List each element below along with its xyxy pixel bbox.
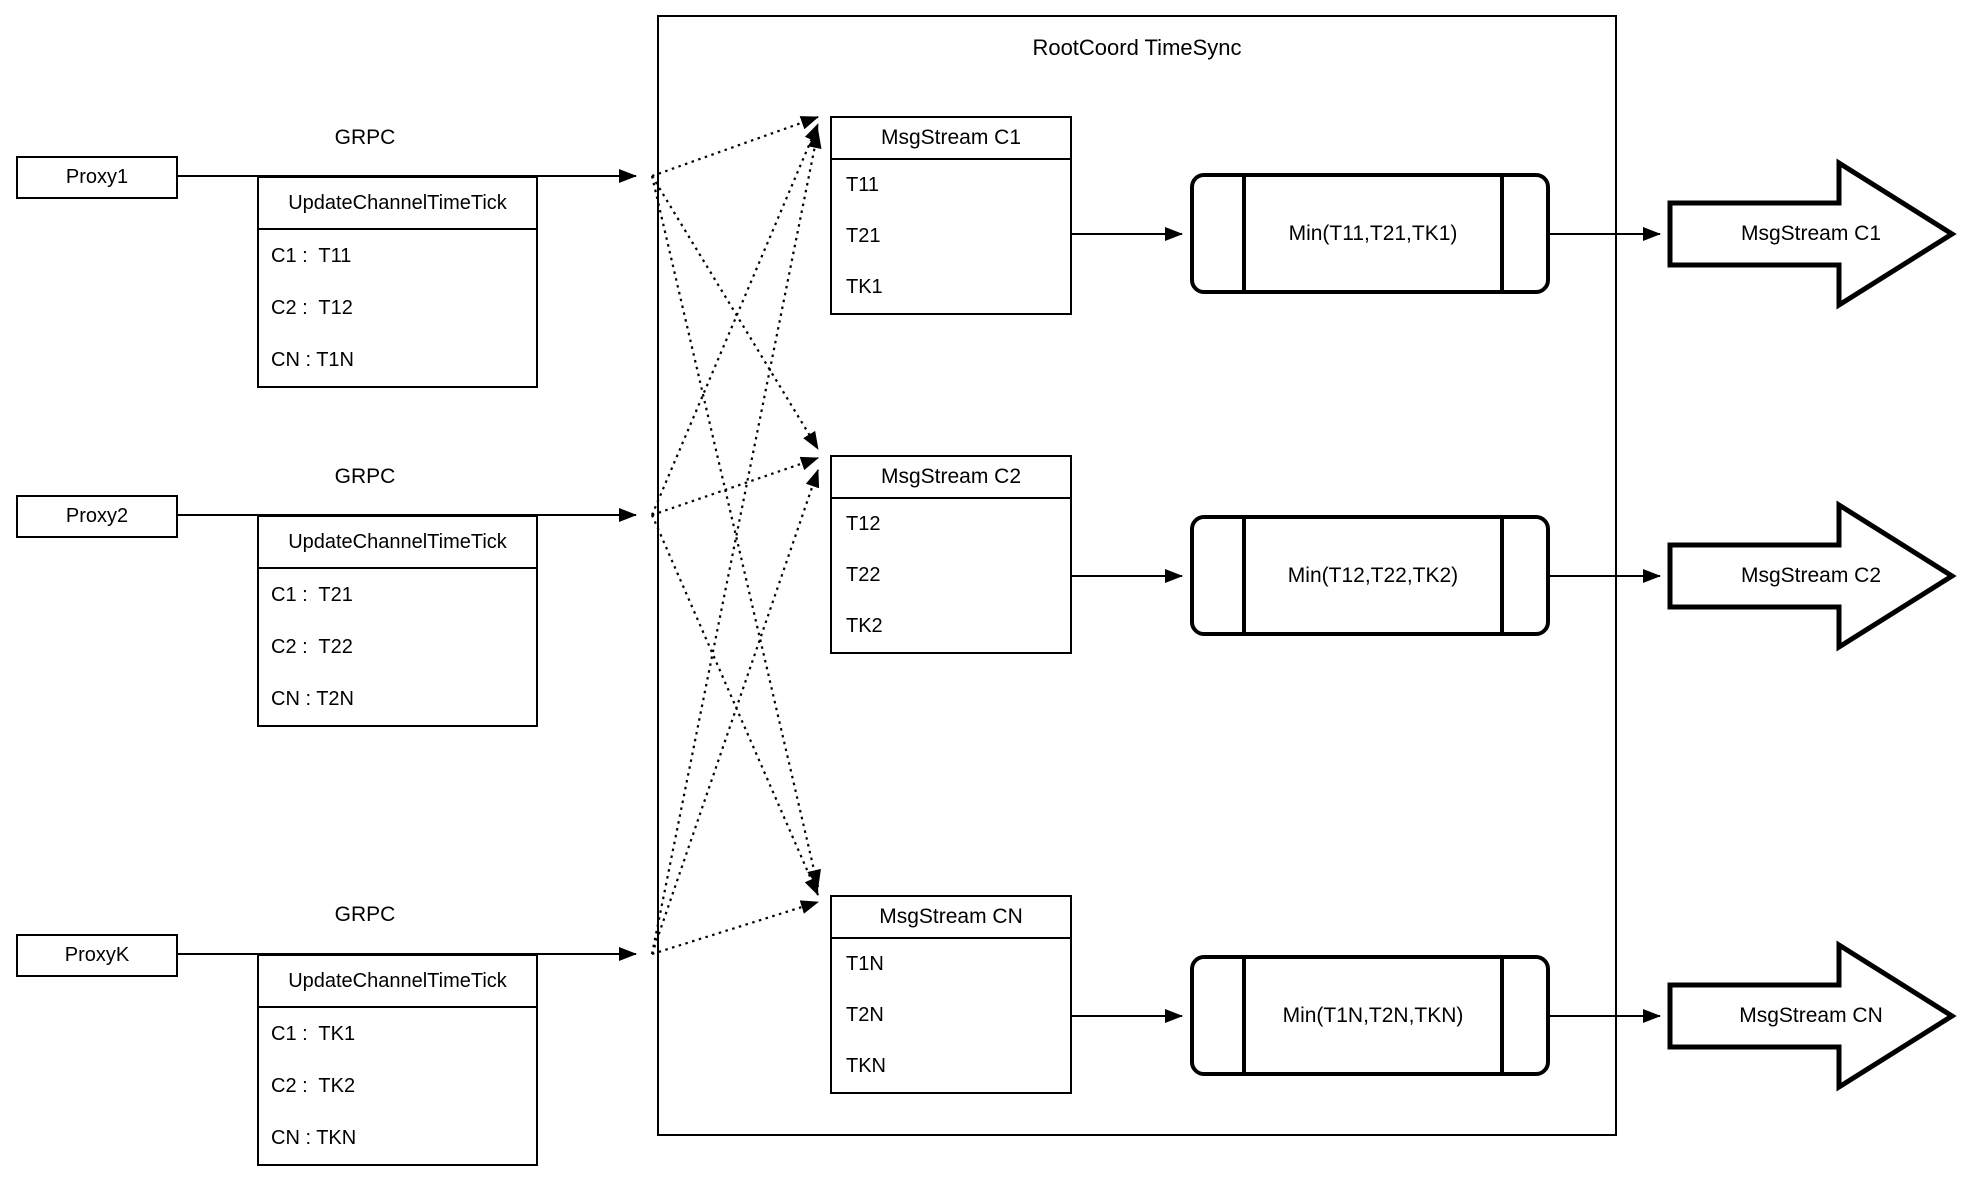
table-row: C2 : T22: [271, 636, 353, 658]
min-input-arrows: [1072, 227, 1183, 1023]
proxyk-box: ProxyK: [16, 934, 178, 977]
fanout-arrows: [650, 115, 822, 956]
tick-row: TK2: [846, 615, 883, 637]
tick-row: T2N: [846, 1004, 884, 1026]
table-row: C1 : T21: [271, 584, 353, 606]
big-arrow-c2: [1667, 500, 1957, 652]
buffer-divider-right: [1500, 519, 1504, 632]
big-output-arrows: [1667, 158, 1957, 1092]
table-row: C2 : T12: [271, 297, 353, 319]
proxy2-label: Proxy2: [65, 505, 129, 527]
proxyk-timetick-table: UpdateChannelTimeTick C1 : TK1 C2 : TK2 …: [257, 954, 538, 1166]
fan-p1-cn: [650, 175, 821, 888]
msgstream-c1-table: MsgStream C1 T11 T21 TK1: [830, 116, 1072, 315]
min-box-c1: Min(T11,T21,TK1): [1190, 173, 1550, 294]
min-expression: Min(T1N,T2N,TKN): [1282, 1003, 1464, 1027]
buffer-divider-left: [1242, 177, 1246, 290]
grpc-label-2: GRPC: [334, 465, 396, 488]
proxy2-timetick-table: UpdateChannelTimeTick C1 : T21 C2 : T22 …: [257, 515, 538, 727]
min-box-c2: Min(T12,T22,TK2): [1190, 515, 1550, 636]
tick-row: TK1: [846, 276, 883, 298]
msgstream-cn-table: MsgStream CN T1N T2N TKN: [830, 895, 1072, 1094]
grpc-label-3: GRPC: [334, 903, 396, 926]
fan-pk-cn: [651, 900, 819, 956]
tick-row: T12: [846, 513, 881, 535]
table-header: UpdateChannelTimeTick: [259, 517, 536, 569]
fan-p2-c1: [650, 123, 820, 516]
grpc-label-1: GRPC: [334, 126, 396, 149]
table-row: CN : TKN: [271, 1127, 357, 1149]
fan-p1-c1: [651, 115, 819, 178]
output-stream-c2-label: MsgStream C2: [1740, 564, 1882, 587]
tick-row: T1N: [846, 953, 884, 975]
table-header: UpdateChannelTimeTick: [259, 956, 536, 1008]
msgstream-header: MsgStream C1: [832, 118, 1070, 160]
output-stream-cn-label: MsgStream CN: [1739, 1004, 1883, 1027]
fan-pk-c2: [650, 469, 820, 955]
tick-row: T21: [846, 225, 881, 247]
rootcoord-box: [657, 15, 1617, 1136]
buffer-divider-left: [1242, 959, 1246, 1072]
proxy1-label: Proxy1: [65, 166, 129, 188]
fan-p1-c2: [651, 175, 819, 450]
min-expression: Min(T11,T21,TK1): [1288, 221, 1458, 245]
buffer-divider-left: [1242, 519, 1246, 632]
table-header: UpdateChannelTimeTick: [259, 178, 536, 230]
proxy2-box: Proxy2: [16, 495, 178, 538]
buffer-divider-right: [1500, 959, 1504, 1072]
tick-row: T11: [846, 174, 879, 196]
big-arrow-cn: [1667, 940, 1957, 1092]
proxy1-box: Proxy1: [16, 156, 178, 199]
msgstream-header: MsgStream C2: [832, 457, 1070, 499]
table-row: CN : T1N: [271, 349, 354, 371]
output-stream-c1-label: MsgStream C1: [1740, 222, 1882, 245]
big-arrow-c1: [1667, 158, 1957, 310]
tick-row: T22: [846, 564, 881, 586]
msgstream-header: MsgStream CN: [832, 897, 1070, 939]
msgstream-c2-table: MsgStream C2 T12 T22 TK2: [830, 455, 1072, 654]
table-row: C2 : TK2: [271, 1075, 356, 1097]
fan-p2-c2: [651, 456, 819, 517]
tick-row: TKN: [846, 1055, 886, 1077]
table-row: C1 : T11: [271, 245, 352, 267]
min-box-cn: Min(T1N,T2N,TKN): [1190, 955, 1550, 1076]
table-row: C1 : TK1: [271, 1023, 356, 1045]
buffer-divider-right: [1500, 177, 1504, 290]
rootcoord-title: RootCoord TimeSync: [1032, 35, 1242, 60]
table-row: CN : T2N: [271, 688, 354, 710]
proxyk-label: ProxyK: [64, 944, 130, 966]
proxy1-timetick-table: UpdateChannelTimeTick C1 : T11 C2 : T12 …: [257, 176, 538, 388]
stream-output-arrows: [1550, 227, 1661, 1023]
min-expression: Min(T12,T22,TK2): [1287, 563, 1459, 587]
